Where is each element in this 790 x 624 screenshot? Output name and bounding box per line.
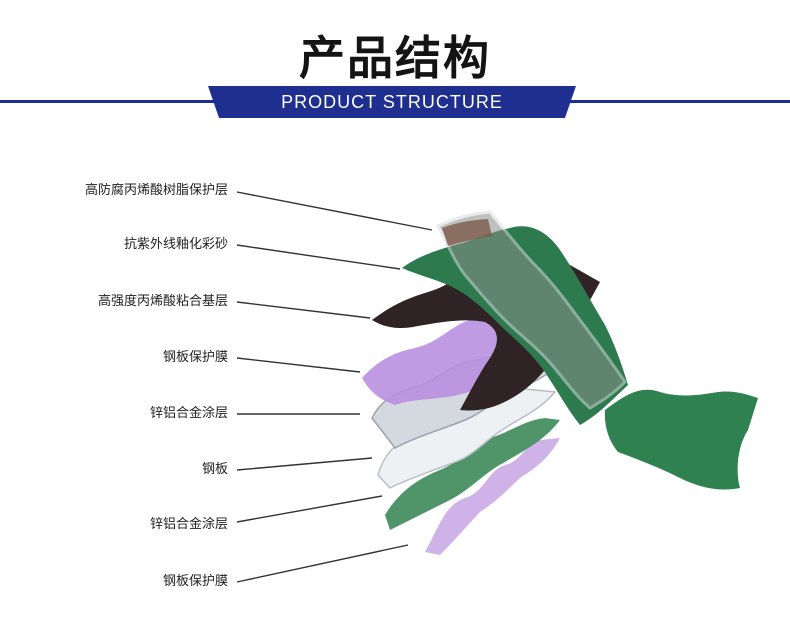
leader-line-8 (236, 544, 409, 583)
header-rule-right (568, 100, 790, 103)
leader-line-4 (236, 357, 361, 373)
leader-line-1 (236, 191, 433, 231)
leader-line-2 (236, 244, 401, 270)
layer-label-1: 高防腐丙烯酸树脂保护层 (84, 183, 228, 198)
leader-line-6 (236, 457, 373, 471)
page-subtitle: PRODUCT STRUCTURE (281, 92, 503, 112)
layer-label-2: 抗紫外线釉化彩砂 (123, 237, 228, 252)
leader-line-3 (236, 301, 371, 319)
subtitle-banner (208, 86, 576, 118)
layer-label-7: 锌铝合金涂层 (149, 517, 228, 532)
layer-label-4: 钢板保护膜 (162, 350, 228, 365)
resin-layer-edge (442, 219, 492, 246)
layer-label-8: 钢板保护膜 (162, 574, 228, 589)
header-rule-left (0, 100, 220, 103)
bottom-protective-film-layer (425, 438, 560, 555)
resin-protective-layer (435, 210, 627, 410)
layer-label-6: 钢板 (201, 462, 228, 477)
layer-label-3: 高强度丙烯酸粘合基层 (97, 294, 228, 309)
layer-label-5: 锌铝合金涂层 (149, 406, 228, 421)
leader-line-7 (236, 495, 383, 523)
green-underside-strip (385, 418, 560, 530)
page-title: 产品结构 (299, 31, 491, 85)
glazed-sand-tail (604, 389, 758, 490)
